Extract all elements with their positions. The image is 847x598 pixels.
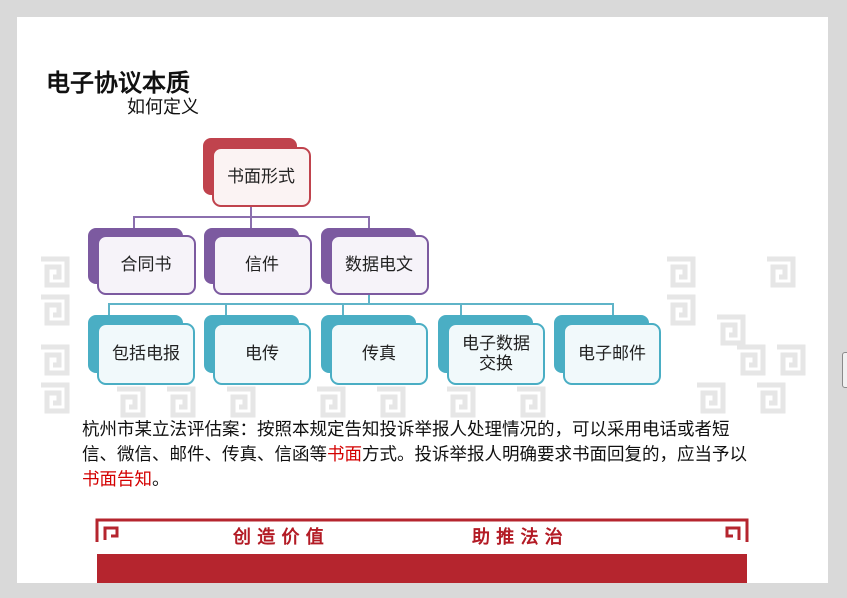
node-level2-label: 电子邮件 bbox=[578, 344, 646, 364]
node-level2-fax[interactable]: 传真 bbox=[321, 315, 428, 385]
node-root[interactable]: 书面形式 bbox=[203, 138, 311, 207]
page-subtitle: 如何定义 bbox=[127, 97, 199, 118]
case-text-part3: 。 bbox=[152, 470, 170, 490]
node-level2-label-line1: 电子数据 bbox=[462, 334, 530, 354]
page-title: 电子协议本质 bbox=[46, 69, 190, 97]
case-highlight-written: 书面 bbox=[327, 445, 362, 465]
node-level2-label: 传真 bbox=[362, 344, 396, 364]
footer-frame bbox=[95, 518, 749, 542]
node-level1-letter[interactable]: 信件 bbox=[204, 228, 312, 295]
node-level1-label: 信件 bbox=[245, 255, 279, 275]
footer-red-bar bbox=[97, 554, 747, 583]
node-level2-label-line2: 交换 bbox=[479, 354, 513, 374]
case-highlight-written-notice: 书面告知 bbox=[82, 470, 152, 490]
footer-slogan-right: 助 推 法 治 bbox=[472, 526, 563, 548]
node-level1-contract[interactable]: 合同书 bbox=[88, 228, 196, 295]
connectors bbox=[108, 207, 614, 319]
node-level2-label: 包括电报 bbox=[112, 344, 180, 364]
node-level1-label: 数据电文 bbox=[345, 255, 413, 275]
footer-slogan-left: 创 造 价 值 bbox=[232, 526, 324, 548]
case-text-part2: 方式。投诉举报人明确要求书面回复的，应当予以 bbox=[362, 445, 747, 465]
slide: 电子协议本质 如何定义 书面形式 合同书 信件 数据电文 bbox=[17, 17, 828, 583]
node-root-label: 书面形式 bbox=[227, 167, 295, 187]
node-level1-label: 合同书 bbox=[121, 255, 172, 275]
node-level1-data-message[interactable]: 数据电文 bbox=[321, 228, 429, 295]
hierarchy-diagram: 书面形式 合同书 信件 数据电文 包括电报 电传 bbox=[88, 138, 661, 385]
node-level2-email[interactable]: 电子邮件 bbox=[554, 315, 661, 385]
node-level2-telex[interactable]: 电传 bbox=[204, 315, 311, 385]
node-level2-label: 电传 bbox=[245, 344, 279, 364]
footer-banner: 创 造 价 值 助 推 法 治 bbox=[95, 518, 749, 583]
node-level2-telegram[interactable]: 包括电报 bbox=[88, 315, 195, 385]
node-level2-edi[interactable]: 电子数据 交换 bbox=[438, 315, 545, 385]
case-description: 杭州市某立法评估案：按照本规定告知投诉举报人处理情况的，可以采用电话或者短信、微… bbox=[82, 418, 762, 493]
scroll-handle[interactable] bbox=[842, 352, 847, 388]
case-text-part1: 杭州市某立法评估案：按照本规定告知投诉举报人处理情况的，可以采用电话或者短信、微… bbox=[82, 420, 730, 465]
